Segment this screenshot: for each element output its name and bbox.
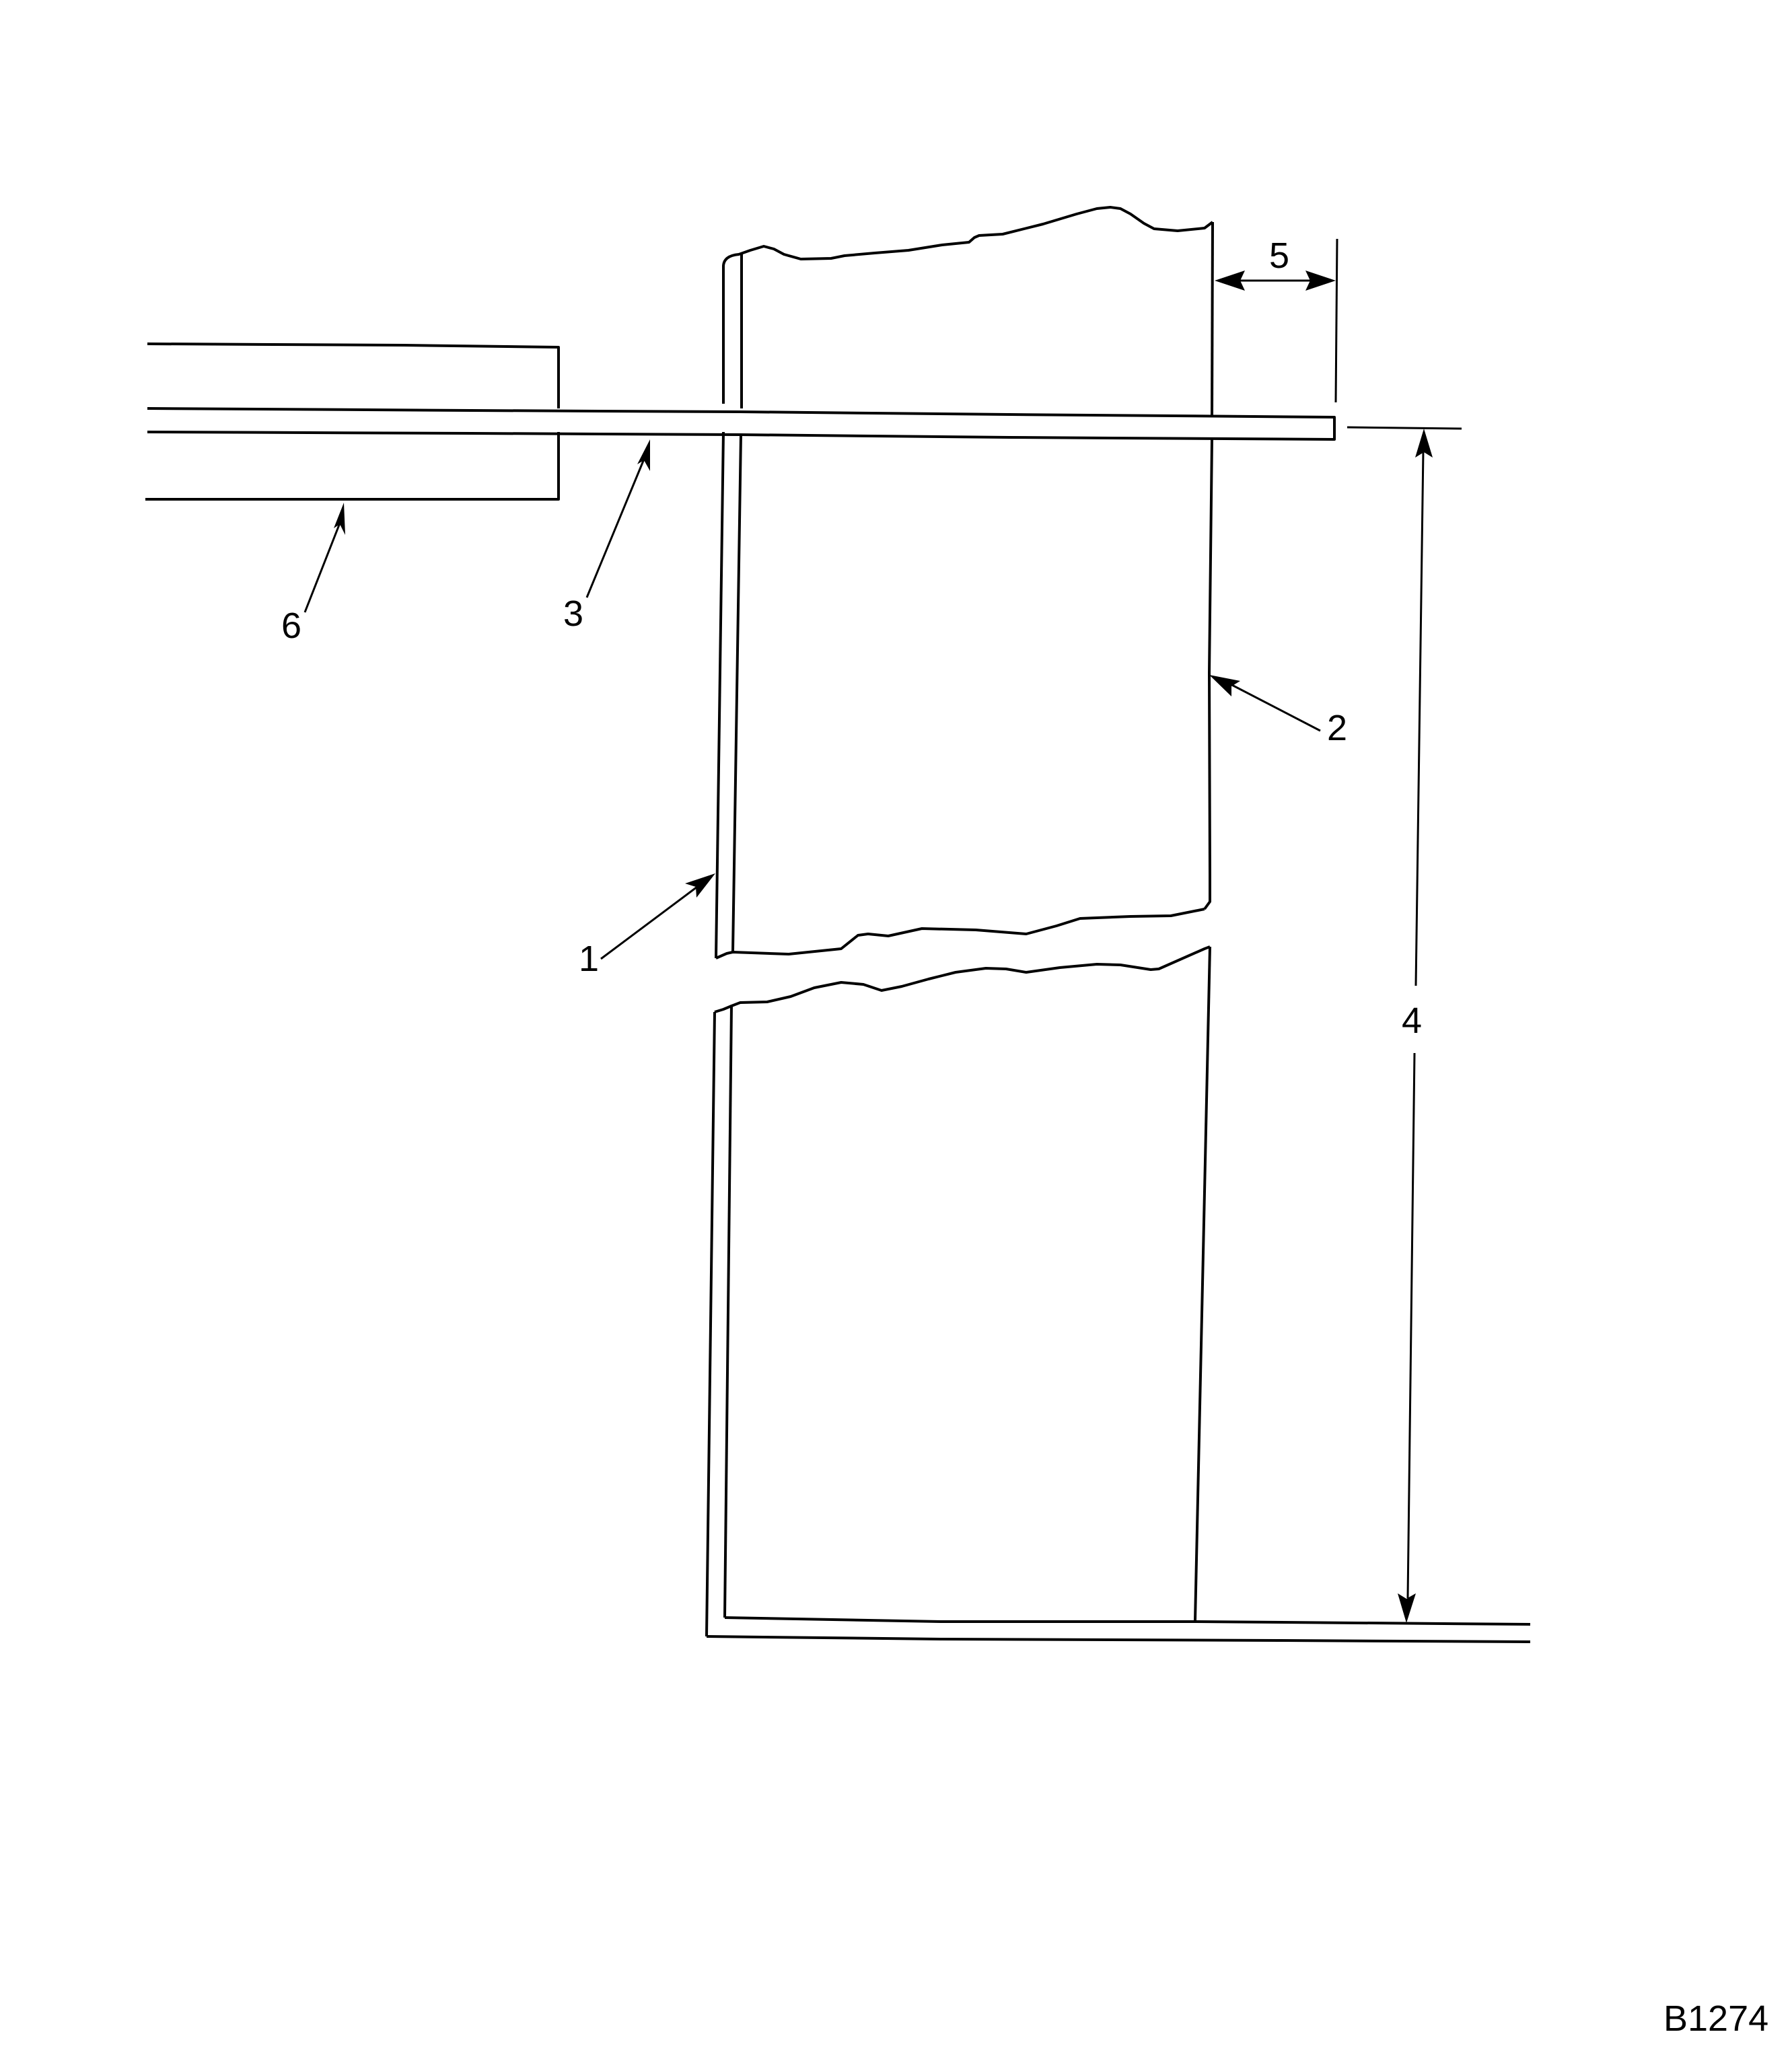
callout-3-label: 3 [563, 593, 583, 634]
callout-1: 1 [579, 873, 715, 979]
dimension-4: 4 [1347, 426, 1462, 1623]
callout-5-label: 5 [1269, 236, 1289, 276]
callout-3: 3 [563, 439, 650, 634]
wall-lower-section [705, 945, 1531, 1643]
part-3-bar [147, 407, 1336, 441]
wall-upper-section [715, 206, 1214, 960]
callout-4-label: 4 [1402, 1001, 1422, 1041]
callout-6: 6 [281, 503, 345, 646]
callout-2-label: 2 [1327, 708, 1347, 748]
callout-1-label: 1 [579, 939, 599, 979]
callout-6-label: 6 [281, 606, 301, 646]
part-6-member [145, 342, 560, 501]
dimension-5: 5 [1215, 236, 1338, 403]
figure-id-label: B1274 [1663, 1998, 1768, 2039]
callout-2: 2 [1209, 675, 1347, 748]
